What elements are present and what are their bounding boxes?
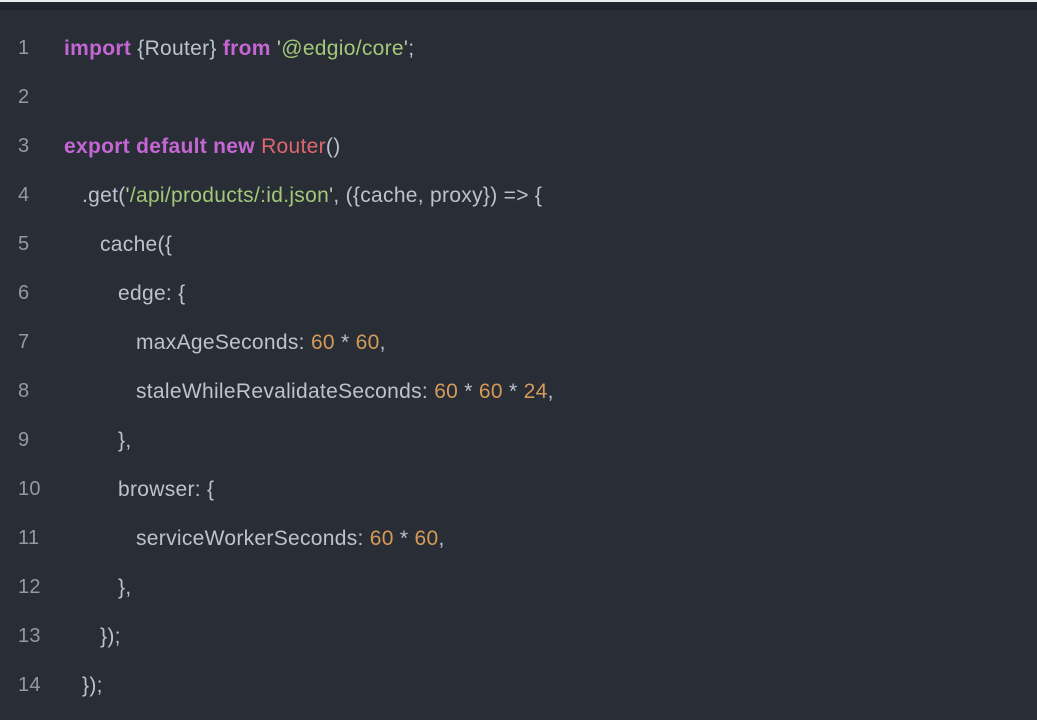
code-token-number: 60 [310,330,335,354]
code-line-content: export default new Router() [64,135,341,159]
code-token-plain: * [393,526,415,550]
code-token-plain: serviceWorkerSeconds: [136,526,370,550]
line-number: 5 [18,233,30,255]
code-token-plain: }, [118,575,132,599]
line-number: 9 [18,429,30,451]
code-token-plain: maxAgeSeconds: [136,330,311,354]
code-line-content: }); [64,674,103,698]
code-line-content: staleWhileRevalidateSeconds: 60 * 60 * 2… [64,380,554,404]
code-line-content: edge: { [64,282,186,306]
code-line: 10 browser: { [0,465,1037,514]
line-number: 13 [18,625,41,647]
code-token-keyword: from [222,36,271,60]
code-line-content: browser: { [64,478,214,502]
code-token-plain: edge: { [118,281,186,305]
code-token-quote: ' [329,183,334,207]
code-token-plain: browser: { [118,477,215,501]
code-token-plain: , ({cache, proxy}) => { [333,183,543,207]
code-token-keyword: import [64,36,132,60]
code-token-plain: * [458,379,479,403]
code-line: 6 edge: { [0,269,1037,318]
line-number: 2 [18,86,30,108]
line-number: 12 [18,576,41,598]
line-number: 3 [18,135,30,157]
code-line-content: }); [64,625,121,649]
code-token-number: 60 [355,330,380,354]
code-line: 9}, [0,416,1037,465]
code-line: 7 maxAgeSeconds: 60 * 60, [0,318,1037,367]
code-line-content: maxAgeSeconds: 60 * 60, [64,331,386,355]
code-token-string: /api/products/:id.json [129,183,330,207]
code-line-content: }, [64,576,131,600]
code-token-keyword: export default new [64,134,255,158]
code-token-plain: }); [100,624,121,648]
code-token-plain: , [379,330,386,354]
code-line: 8 staleWhileRevalidateSeconds: 60 * 60 * … [0,367,1037,416]
code-line: 12}, [0,563,1037,612]
code-token-plain: , [547,379,554,403]
code-token-plain: cache({ [100,232,173,256]
code-token-plain: .get( [82,183,126,207]
code-token-number: 60 [478,379,503,403]
code-line: 1 import {Router} from '@edgio/core'; [0,24,1037,73]
code-token-plain: staleWhileRevalidateSeconds: [136,379,435,403]
code-line: 2 [0,73,1037,122]
code-token-plain: {Router} [131,36,223,60]
code-token-string: @edgio/core [281,36,404,60]
code-token-number: 60 [434,379,459,403]
code-line: 11 serviceWorkerSeconds: 60 * 60, [0,514,1037,563]
code-line: 3 export default new Router() [0,122,1037,171]
code-line-content: cache({ [64,233,172,257]
code-token-plain: }, [118,428,132,452]
code-block-top-border [0,2,1037,10]
page-top-edge [0,0,1037,2]
code-line-content: }, [64,429,131,453]
code-line: 5 cache({ [0,220,1037,269]
code-line: 13}); [0,612,1037,661]
code-line-content: import {Router} from '@edgio/core'; [64,37,414,61]
code-token-number: 60 [369,526,394,550]
code-line: 4.get('/api/products/:id.json', ({cache,… [0,171,1037,220]
code-token-quote: ' [403,36,409,60]
code-line: 14}); [0,661,1037,710]
line-number: 4 [18,184,30,206]
code-line-content: serviceWorkerSeconds: 60 * 60, [64,527,445,551]
code-token-plain: , [438,526,445,550]
line-number: 11 [18,527,40,549]
code-token-plain: * [502,379,524,403]
code-token-plain: ; [408,36,415,60]
code-token-plain: * [334,330,356,354]
code-line-content: .get('/api/products/:id.json', ({cache, … [64,184,542,208]
code-token-plain: }); [82,673,103,697]
code-token-quote: ' [276,36,282,60]
line-number: 6 [18,282,30,304]
code-token-class: Router [261,134,326,158]
code-token-number: 60 [414,526,439,550]
code-token-quote: ' [125,183,130,207]
line-number: 10 [18,478,41,500]
line-number: 7 [18,331,30,353]
line-number: 1 [18,37,30,59]
line-number: 14 [18,674,41,696]
code-token-plain: () [325,134,341,158]
line-number: 8 [18,380,30,402]
code-token-number: 24 [523,379,548,403]
